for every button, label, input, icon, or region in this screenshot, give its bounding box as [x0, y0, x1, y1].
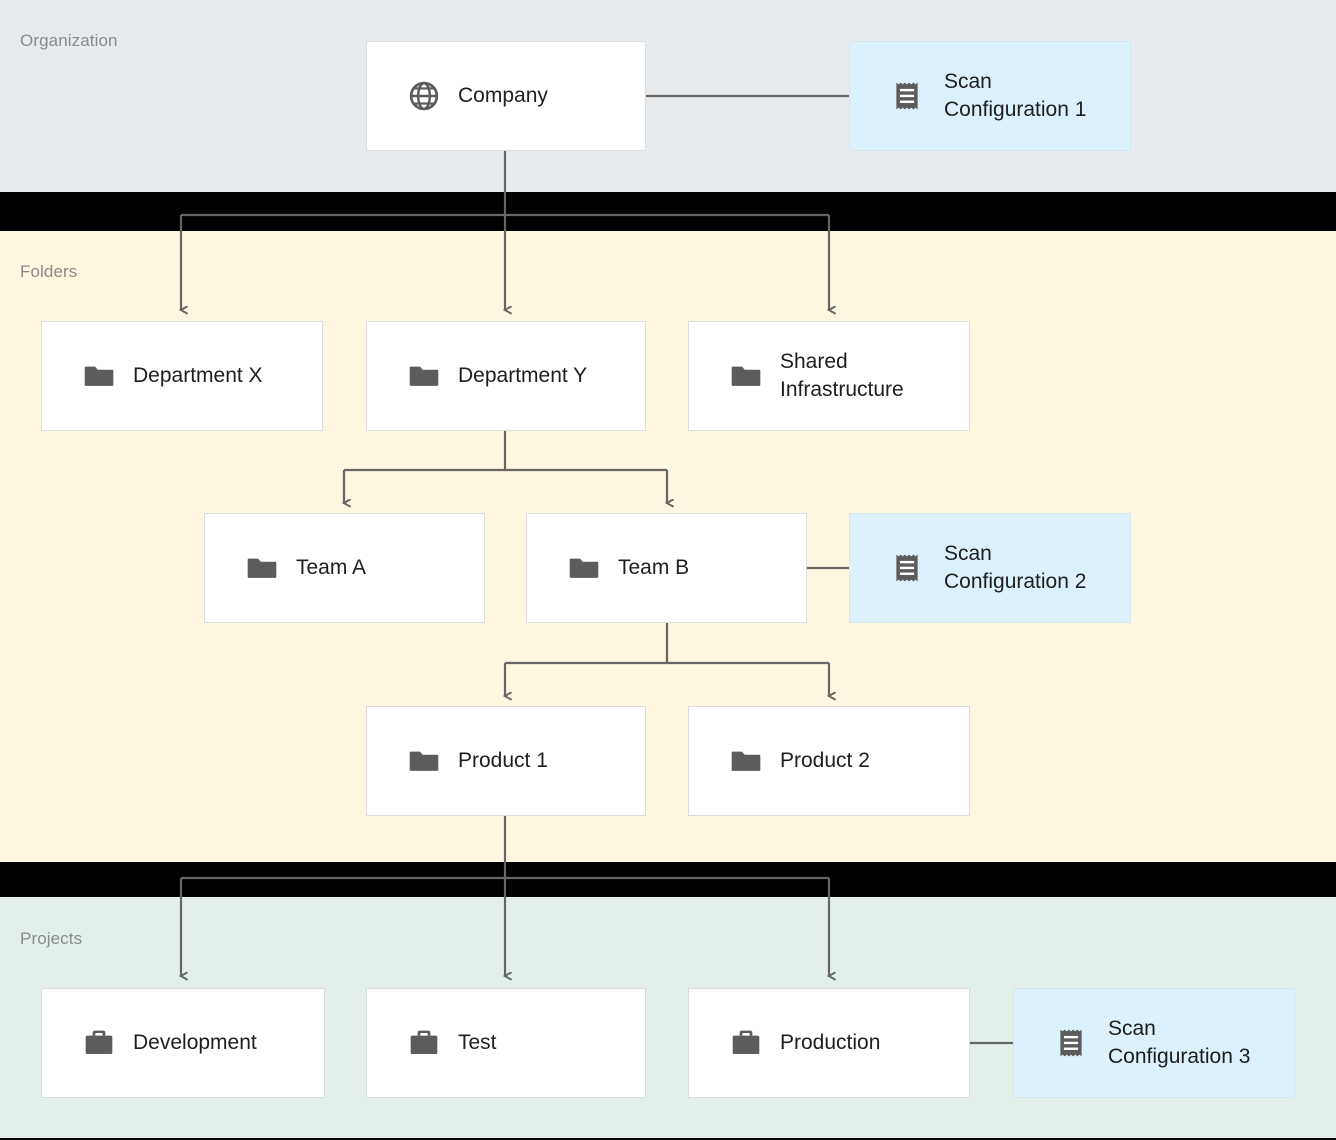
- folder-icon: [409, 751, 439, 771]
- receipt-icon: [1060, 1029, 1082, 1057]
- node-scan-config-2[interactable]: Scan Configuration 2: [849, 513, 1131, 623]
- node-department-y-label: Department Y: [458, 364, 588, 388]
- node-scan-config-1-label: Scan Configuration 1: [944, 70, 1087, 121]
- folders-band-label: Folders: [20, 262, 78, 281]
- node-team-b-label: Team B: [618, 556, 690, 580]
- folder-icon: [731, 366, 761, 386]
- node-scan-config-3[interactable]: Scan Configuration 3: [1013, 988, 1295, 1098]
- folder-icon: [569, 558, 599, 578]
- receipt-icon: [896, 554, 918, 582]
- briefcase-icon: [410, 1030, 438, 1055]
- organization-band-label: Organization: [20, 31, 118, 50]
- node-department-x-label: Department X: [133, 364, 263, 388]
- node-team-a[interactable]: Team A: [204, 513, 485, 623]
- node-scan-config-2-label: Scan Configuration 2: [944, 542, 1087, 593]
- node-shared-infrastructure-label: Shared Infrastructure: [780, 350, 904, 401]
- bottom-rule: [0, 1138, 1336, 1140]
- node-scan-config-1[interactable]: Scan Configuration 1: [849, 41, 1131, 151]
- node-production[interactable]: Production: [688, 988, 970, 1098]
- node-test[interactable]: Test: [366, 988, 646, 1098]
- node-production-label: Production: [780, 1031, 881, 1055]
- briefcase-icon: [85, 1030, 113, 1055]
- node-company[interactable]: Company: [366, 41, 646, 151]
- node-shared-infrastructure[interactable]: Shared Infrastructure: [688, 321, 970, 431]
- briefcase-icon: [732, 1030, 760, 1055]
- node-product-2-label: Product 2: [780, 749, 870, 773]
- receipt-icon: [896, 82, 918, 110]
- node-development[interactable]: Development: [41, 988, 325, 1098]
- node-team-b[interactable]: Team B: [526, 513, 807, 623]
- node-company-label: Company: [458, 84, 548, 108]
- node-test-label: Test: [458, 1031, 497, 1055]
- node-development-label: Development: [133, 1031, 257, 1055]
- node-department-x[interactable]: Department X: [41, 321, 323, 431]
- folder-icon: [247, 558, 277, 578]
- globe-icon: [409, 81, 439, 111]
- node-product-2[interactable]: Product 2: [688, 706, 970, 816]
- folder-icon: [84, 366, 114, 386]
- node-scan-config-3-label: Scan Configuration 3: [1108, 1017, 1251, 1068]
- node-product-1-label: Product 1: [458, 749, 548, 773]
- folder-icon: [409, 366, 439, 386]
- node-department-y[interactable]: Department Y: [366, 321, 646, 431]
- node-team-a-label: Team A: [296, 556, 367, 580]
- organization-band: [0, 0, 1336, 192]
- folder-icon: [731, 751, 761, 771]
- node-product-1[interactable]: Product 1: [366, 706, 646, 816]
- projects-band-label: Projects: [20, 929, 83, 948]
